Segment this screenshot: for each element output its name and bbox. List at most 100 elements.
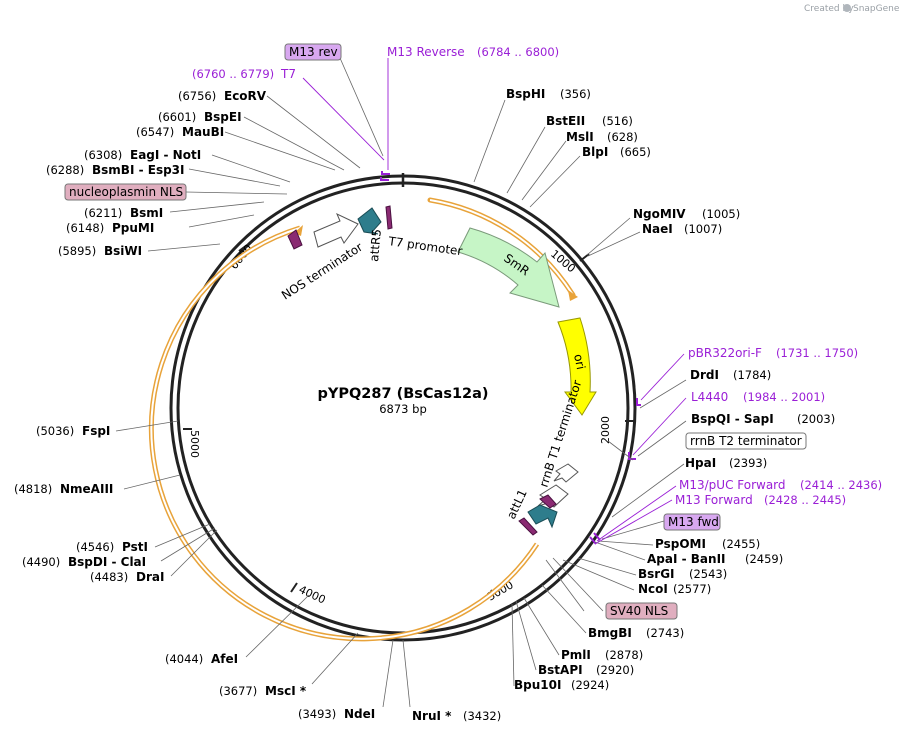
attl1-feature (527, 504, 558, 529)
enzyme-pspomi-name: PspOMI (655, 537, 706, 551)
m13-fwd-label: M13 fwd (668, 515, 719, 529)
enzyme-ngomiv-pos: (1005) (702, 207, 740, 221)
nos-terminator-label: NOS terminator (279, 240, 365, 303)
m13-fwd-mark (539, 494, 557, 509)
ori-label: ori (571, 353, 588, 371)
rrnb-t2-box (685, 432, 807, 450)
sv40-nls-label: SV40 NLS (610, 604, 668, 618)
nucleoplasmin-nls-box (64, 183, 187, 201)
tick-label-2000: 2000 (599, 416, 612, 444)
orf-arc-top-inner (429, 199, 574, 296)
enzyme-ppumi-name: PpuMI (112, 221, 154, 235)
enzyme-bsrgi-pos: (2543) (689, 567, 727, 581)
primer-mark-m13-a (589, 536, 597, 545)
orf-arc-main (148, 225, 540, 642)
nucleoplasmin-nls-label: nucleoplasmin NLS (69, 185, 183, 199)
orf-arc-top-arrowhead (568, 290, 578, 301)
primer-mark-pbr322 (636, 398, 641, 406)
enzyme-drai-name: DraI (136, 570, 164, 584)
primer-m13-reverse-name: M13 Reverse (387, 45, 465, 59)
enzyme-bmgbi-pos: (2743) (646, 626, 684, 640)
nos-terminator-feature (313, 212, 359, 248)
enzyme-naei-name: NaeI (642, 222, 673, 236)
enzyme-drai-pos: (4483) (90, 570, 128, 584)
enzyme-ncoi-name: NcoI (638, 582, 668, 596)
enzyme-bstapi-pos: (2920) (596, 663, 634, 677)
enzyme-nmeaiii-pos: (4818) (14, 482, 52, 496)
enzyme-afei-pos: (4044) (165, 652, 203, 666)
enzyme-bsmi-name: BsmI (130, 206, 163, 220)
primer-t7-name: T7 (280, 67, 296, 81)
tick-6000 (238, 244, 248, 252)
tick-label-5000: 5000 (188, 430, 201, 458)
enzyme-bmgbi-name: BmgBI (588, 626, 632, 640)
credit-text: Created by (804, 4, 854, 14)
enzyme-eagi-name: EagI - NotI (130, 148, 201, 162)
enzyme-bsrgi-name: BsrGI (638, 567, 675, 581)
enzyme-psti-pos: (4546) (76, 540, 114, 554)
orf-arc-main-inner (150, 227, 538, 640)
enzyme-ppumi-pos: (6148) (66, 221, 104, 235)
boxed-labels: M13 rev nucleoplasmin NLS rrnB T2 termin… (64, 43, 807, 620)
enzyme-eagi-pos: (6308) (84, 148, 122, 162)
credit-brand: SnapGene (853, 4, 900, 14)
enzyme-naei-pos: (1007) (684, 222, 722, 236)
enzyme-pspomi-pos: (2455) (722, 537, 760, 551)
enzyme-labels-left: (3493) NdeI (3677) MscI * (4044) AfeI (4… (14, 89, 375, 721)
t7-promoter-mark (385, 205, 393, 230)
enzyme-fspi-name: FspI (82, 424, 110, 438)
enzyme-bspdi-name: BspDI - ClaI (68, 555, 146, 569)
enzyme-pmli-name: PmlI (561, 648, 591, 662)
primer-mark-top-a (380, 177, 389, 181)
enzyme-bsphi-pos: (356) (560, 87, 591, 101)
primer-mark-top-b (381, 171, 390, 175)
t7-promoter-label: T7 promoter (387, 234, 464, 258)
m13-fwd-box (663, 513, 721, 531)
primer-m13fwd-pos: (2428 .. 2445) (764, 493, 846, 507)
enzyme-bstapi-name: BstAPI (538, 663, 583, 677)
enzyme-labels-right: BspHI (356) BstEII (516) MslI (628) BlpI… (412, 87, 835, 723)
enzyme-ndei-name: NdeI (344, 707, 375, 721)
enzyme-ecorv-name: EcoRV (224, 89, 267, 103)
enzyme-apai-pos: (2459) (745, 552, 783, 566)
primer-marks (380, 171, 641, 545)
sv40-nls-mark (518, 517, 538, 536)
primer-m13fwd-name: M13 Forward (675, 493, 753, 507)
enzyme-ndei-pos: (3493) (298, 707, 336, 721)
tick-1000 (579, 253, 590, 262)
enzyme-nmeaiii-name: NmeAIII (60, 482, 113, 496)
enzyme-fspi-pos: (5036) (36, 424, 74, 438)
sv40-nls-box (605, 602, 678, 620)
tick-4000 (290, 582, 298, 593)
m13-rev-label: M13 rev (289, 45, 338, 59)
enzyme-bspdi-pos: (4490) (22, 555, 60, 569)
snapgene-credit: Created by SnapGene (804, 4, 900, 14)
enzyme-bsteii-name: BstEII (546, 114, 585, 128)
primer-mark-m13-b (593, 532, 601, 541)
primer-pbr322-name: pBR322ori-F (688, 346, 762, 360)
enzyme-bspqi-pos: (2003) (797, 412, 835, 426)
enzyme-bsmi-pos: (6211) (84, 206, 122, 220)
attl1-label: attL1 (504, 487, 530, 521)
smr-feature (457, 227, 560, 308)
enzyme-blpi-name: BlpI (582, 145, 608, 159)
enzyme-ngomiv-name: NgoMIV (633, 207, 686, 221)
enzyme-maubi-name: MauBI (182, 125, 224, 139)
nucleoplasmin-nls-mark (287, 229, 303, 250)
attr5-feature (357, 207, 382, 235)
ori-feature (557, 317, 597, 416)
m13-rev-box (284, 43, 342, 61)
enzyme-nrui-name: NruI * (412, 709, 452, 723)
primer-m13puc-name: M13/pUC Forward (679, 478, 786, 492)
primer-mark-l4440 (628, 452, 636, 460)
enzyme-bsmbi-name: BsmBI - Esp3I (92, 163, 184, 177)
tick-label-3000: 3000 (485, 578, 516, 603)
enzyme-leader-lines (115, 57, 687, 708)
rrnb-t1-arrow-a (553, 463, 579, 483)
enzyme-bspei-pos: (6601) (158, 110, 196, 124)
enzyme-drdi-pos: (1784) (733, 368, 771, 382)
enzyme-bsmbi-pos: (6288) (46, 163, 84, 177)
primer-m13puc-pos: (2414 .. 2436) (800, 478, 882, 492)
enzyme-bspei-name: BspEI (204, 110, 242, 124)
